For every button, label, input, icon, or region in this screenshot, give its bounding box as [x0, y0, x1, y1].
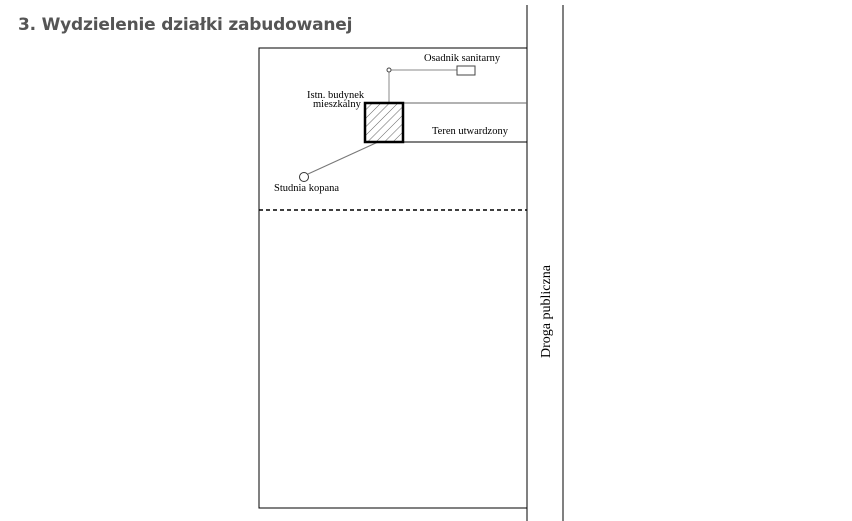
road-label: Droga publiczna — [539, 264, 554, 358]
sewer-junction — [386, 67, 392, 73]
existing-building — [363, 101, 405, 144]
well — [299, 172, 309, 182]
paved-label: Teren utwardzony — [432, 126, 509, 137]
building-label-2: mieszkalny — [313, 99, 362, 110]
well-label: Studnia kopana — [274, 183, 339, 194]
septic-label: Osadnik sanitarny — [424, 53, 501, 64]
septic-tank — [456, 65, 476, 76]
water-line — [307, 141, 379, 175]
page-title: 3. Wydzielenie działki zabudowanej — [18, 15, 353, 35]
building-label-1: Istn. budynek — [307, 90, 365, 101]
